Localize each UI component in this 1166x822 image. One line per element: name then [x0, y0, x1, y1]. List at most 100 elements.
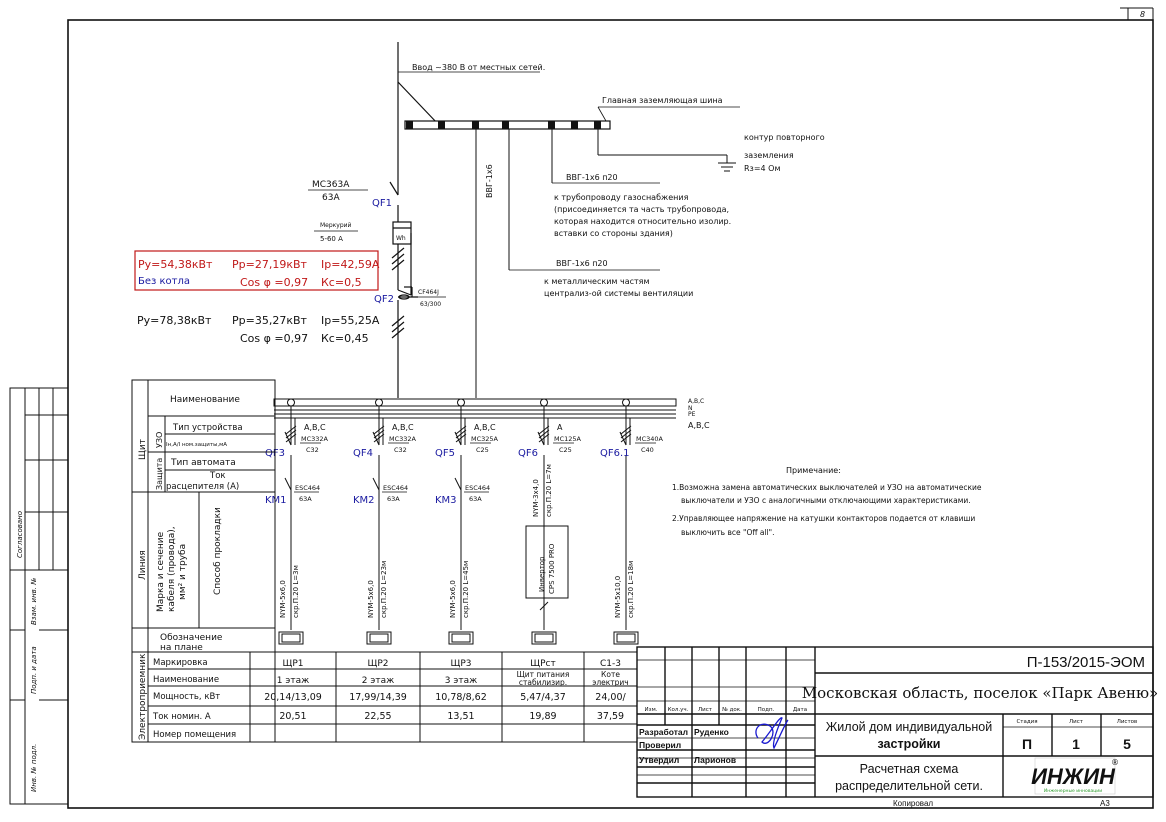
cable-tick — [455, 425, 467, 435]
legend-trip-current-1: Ток — [209, 471, 226, 481]
consumer-power: 10,78/8,62 — [435, 692, 487, 703]
calc-total-cos: Cos φ =0,97 — [240, 332, 308, 345]
plan-symbol — [448, 631, 474, 645]
calc-no-boiler-py: Ру=54,38кВт — [138, 258, 213, 271]
legend-name: Наименование — [170, 395, 240, 405]
stage-label: Стадия — [1016, 719, 1037, 725]
vent-note-2: централиз-ой системы вентиляции — [544, 289, 693, 298]
feeder-cable-mark: NYM-5х6,0 — [449, 580, 457, 618]
feeder-contactor-type: ESC464 — [465, 484, 490, 492]
legend-plan-2: на плане — [160, 643, 203, 653]
row-header: Маркировка — [153, 658, 208, 668]
registered-mark: ® — [1111, 758, 1119, 767]
consumer-name-2: электрич — [592, 678, 629, 687]
location: Московская область, поселок «Парк Авеню» — [802, 684, 1158, 702]
role-approved: Утвердил — [639, 755, 679, 765]
legend-table-grid — [131, 379, 276, 743]
feeder-cable-route: скр.П.20 L=45м — [462, 561, 470, 618]
feeder-phases: A,B,C — [474, 423, 496, 432]
feeder-5-lines — [613, 398, 639, 645]
plan-symbol — [613, 631, 639, 645]
breaker-blade — [284, 431, 292, 446]
feeder-qf-label: QF5 — [435, 448, 455, 459]
sheets-label: Листов — [1117, 719, 1138, 725]
consumer-current: 20,51 — [279, 711, 306, 722]
consumer-mark: ЩР2 — [368, 659, 389, 669]
format-label: А3 — [1100, 799, 1110, 808]
feeder-contactor-type: ESC464 — [295, 484, 320, 492]
bus-label-pe: PE — [688, 411, 696, 418]
feeder-cable-mark: NYM-3х4,0 — [532, 479, 540, 517]
cable-tick — [620, 433, 632, 443]
corner-mark: 8 — [1140, 10, 1145, 19]
title-col-header: № док. — [722, 707, 742, 713]
feeder-qf-label: QF6.1 — [600, 448, 630, 459]
qf2-label: QF2 — [374, 294, 394, 305]
feeder-breaker-type: МС332А — [389, 435, 417, 443]
meter-rating: 5-60 А — [320, 235, 343, 243]
feeder-phases: A — [557, 423, 563, 432]
role-developed: Разработал — [639, 727, 688, 737]
calc-total-pp: Рр=35,27кВт — [232, 314, 308, 327]
feeder-cable-mark: NYM-5х6,0 — [367, 580, 375, 618]
consumer-name-1: Коте — [601, 670, 620, 679]
plan-symbol-inner — [451, 633, 471, 643]
bus-label-n: N — [688, 405, 693, 412]
notes-title: Примечание: — [786, 466, 841, 475]
calc-total-py: Ру=78,38кВт — [137, 314, 212, 327]
feeder-breaker-type: МС325А — [471, 435, 499, 443]
cable-tick — [538, 433, 550, 443]
ground-loop-wire — [597, 129, 736, 172]
row-header: Мощность, кВт — [153, 692, 220, 702]
feeder-contactor-rating: 63А — [469, 495, 482, 503]
legend-uzo: УЗО — [155, 432, 164, 448]
side-stamp-sign-date: Подп. и дата — [30, 646, 38, 694]
cable-tick — [538, 425, 550, 435]
row-header: Наименование — [153, 675, 219, 685]
cable-tick — [455, 433, 467, 443]
consumer-power: 20,14/13,09 — [264, 692, 322, 703]
feeder-qf-label: QF4 — [353, 448, 373, 459]
row-header: Номер помещения — [153, 730, 236, 740]
logo-frame — [1034, 757, 1116, 795]
name-approved: Ларионов — [694, 755, 736, 765]
calc-no-boiler-cos: Cos φ =0,97 — [240, 276, 308, 289]
qf1-rating: 63А — [322, 193, 340, 203]
side-stamp-approved: Согласовано — [16, 511, 24, 558]
consumer-current: 19,89 — [529, 711, 556, 722]
vent-cable-label: ВВГ-1х6 п20 — [556, 259, 608, 268]
signature-mark — [755, 717, 789, 750]
calc-no-boiler-box — [134, 250, 379, 291]
qf2-rating: 63/300 — [420, 301, 441, 308]
plan-symbol — [531, 631, 557, 645]
cable-tick — [373, 433, 385, 443]
row-header: Ток номин. А — [152, 712, 211, 722]
cable-tick — [285, 433, 297, 443]
inverter-box — [525, 525, 569, 599]
plan-symbol-inner — [534, 633, 554, 643]
feeder-breaker-curve: C25 — [559, 446, 572, 454]
bus-tap — [540, 398, 548, 407]
name-developed: Руденко — [694, 727, 729, 737]
legend-trip-current-2: расцепителя (А) — [166, 482, 239, 492]
cable-tick — [285, 425, 297, 435]
qf1-type: МС363А — [312, 180, 350, 190]
doc-code: П-153/2015-ЭОМ — [1027, 654, 1145, 671]
role-checked: Проверил — [639, 740, 681, 750]
feeder-4-lines — [525, 398, 569, 645]
feeder-km-label: KM3 — [435, 495, 457, 506]
feed-label: Ввод ~380 В от местных сетей. — [412, 63, 545, 72]
breaker-blade — [454, 431, 462, 446]
consumer-current: 13,51 — [447, 711, 474, 722]
cable-tick — [373, 425, 385, 435]
consumer-power: 24,00/ — [595, 692, 626, 703]
feeder-breaker-curve: C40 — [641, 446, 654, 454]
bus-tap — [457, 398, 465, 407]
sheet-value: 1 — [1072, 736, 1080, 752]
feeder-phases: A,B,C — [392, 423, 414, 432]
main-ground-bus-label: Главная заземляющая шина — [602, 96, 723, 105]
consumer-name-1: Щит питания — [517, 670, 570, 679]
feeder-breaker-curve: C32 — [306, 446, 319, 454]
gas-note-3: которая находится относительно изолир. — [554, 217, 731, 226]
